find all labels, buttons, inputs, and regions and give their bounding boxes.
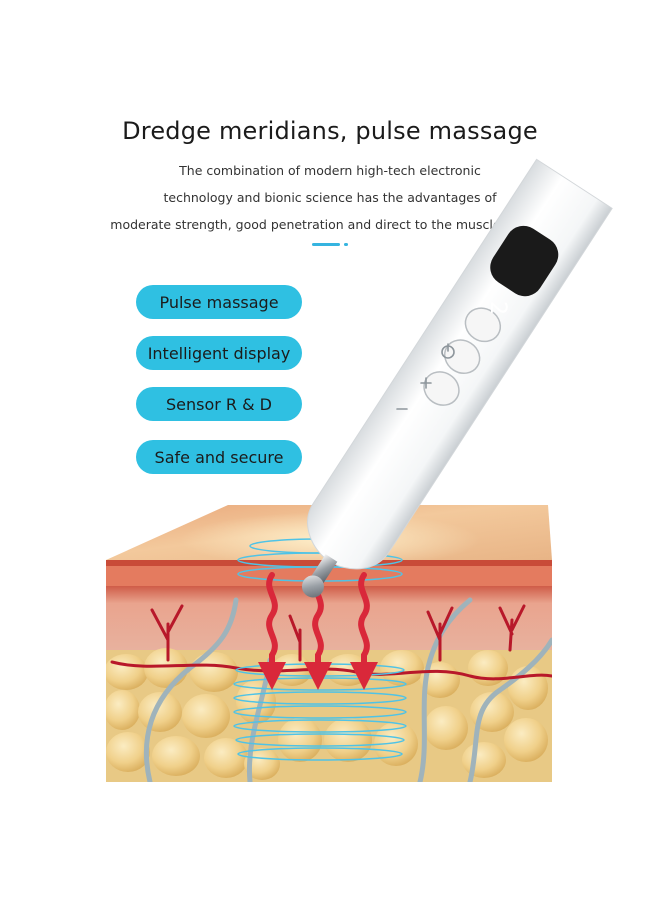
power-button: [464, 307, 502, 343]
feature-pill-safe-secure: Safe and secure: [136, 440, 302, 474]
arrow-head-2: [304, 662, 332, 690]
feature-pill-sensor-rd: Sensor R & D: [136, 387, 302, 421]
page-title: Dredge meridians, pulse massage: [122, 117, 538, 145]
feature-pill-pulse-massage: Pulse massage: [136, 285, 302, 319]
description-line-2: technology and bionic science has the ad…: [163, 190, 497, 205]
arrow-head-1: [258, 662, 286, 690]
description-line-3: moderate strength, good penetration and …: [110, 217, 550, 232]
feature-pill-intelligent-display: Intelligent display: [136, 336, 302, 370]
title-divider: [312, 243, 340, 246]
device-display: [490, 225, 559, 297]
device-display-value: 2: [485, 301, 510, 315]
dermis-layer: [106, 586, 552, 656]
massage-pen: [301, 158, 613, 598]
probe-tip: [301, 575, 324, 598]
description-line-1: The combination of modern high-tech elec…: [179, 163, 481, 178]
title-divider-dot: [344, 243, 348, 246]
arrow-head-3: [350, 662, 378, 690]
